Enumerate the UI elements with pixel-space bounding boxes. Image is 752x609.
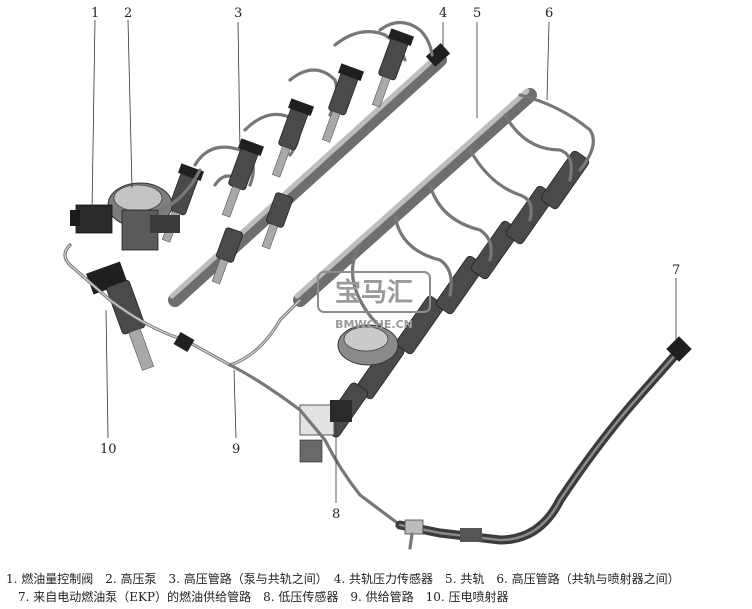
watermark-site: BMWCHE.CN bbox=[335, 318, 413, 331]
fuel-system-diagram: 宝马汇 BMWCHE.CN 1 2 3 4 5 6 7 8 9 10 bbox=[63, 6, 692, 550]
high-pressure-lines-rear bbox=[350, 93, 595, 337]
rail-rear bbox=[293, 88, 537, 307]
fuel-quantity-control-valve bbox=[70, 204, 113, 234]
callout-5: 5 bbox=[473, 6, 481, 21]
watermark-logo-text: 宝马汇 bbox=[335, 277, 413, 308]
ekp-supply-line bbox=[395, 336, 692, 550]
watermark: 宝马汇 BMWCHE.CN bbox=[317, 271, 431, 331]
callout-9: 9 bbox=[232, 442, 240, 457]
callout-3: 3 bbox=[234, 6, 242, 21]
injectors-front bbox=[161, 28, 415, 285]
rail-front bbox=[168, 43, 451, 307]
piezo-injector bbox=[86, 261, 155, 371]
high-pressure-pump-rear bbox=[337, 324, 399, 366]
callout-10: 10 bbox=[100, 442, 117, 457]
caption-line-2: 7. 来自电动燃油泵（EKP）的燃油供给管路 8. 低压传感器 9. 供给管路 … bbox=[6, 590, 509, 604]
supply-line bbox=[63, 243, 402, 527]
low-pressure-sensor bbox=[299, 400, 352, 463]
figure-caption: 1. 燃油量控制阀 2. 高压泵 3. 高压管路（泵与共轨之间） 4. 共轨压力… bbox=[6, 570, 750, 606]
leader-lines bbox=[91, 19, 677, 503]
callout-numbers: 1 2 3 4 5 6 7 8 9 10 bbox=[91, 6, 680, 522]
callout-6: 6 bbox=[545, 6, 553, 21]
callout-7: 7 bbox=[672, 263, 680, 278]
callout-8: 8 bbox=[332, 507, 340, 522]
callout-2: 2 bbox=[124, 6, 132, 21]
callout-4: 4 bbox=[439, 6, 447, 21]
high-pressure-line-pump-to-rail bbox=[158, 168, 202, 212]
callout-1: 1 bbox=[91, 6, 99, 21]
high-pressure-pump bbox=[107, 182, 180, 251]
caption-line-1: 1. 燃油量控制阀 2. 高压泵 3. 高压管路（泵与共轨之间） 4. 共轨压力… bbox=[6, 572, 680, 586]
